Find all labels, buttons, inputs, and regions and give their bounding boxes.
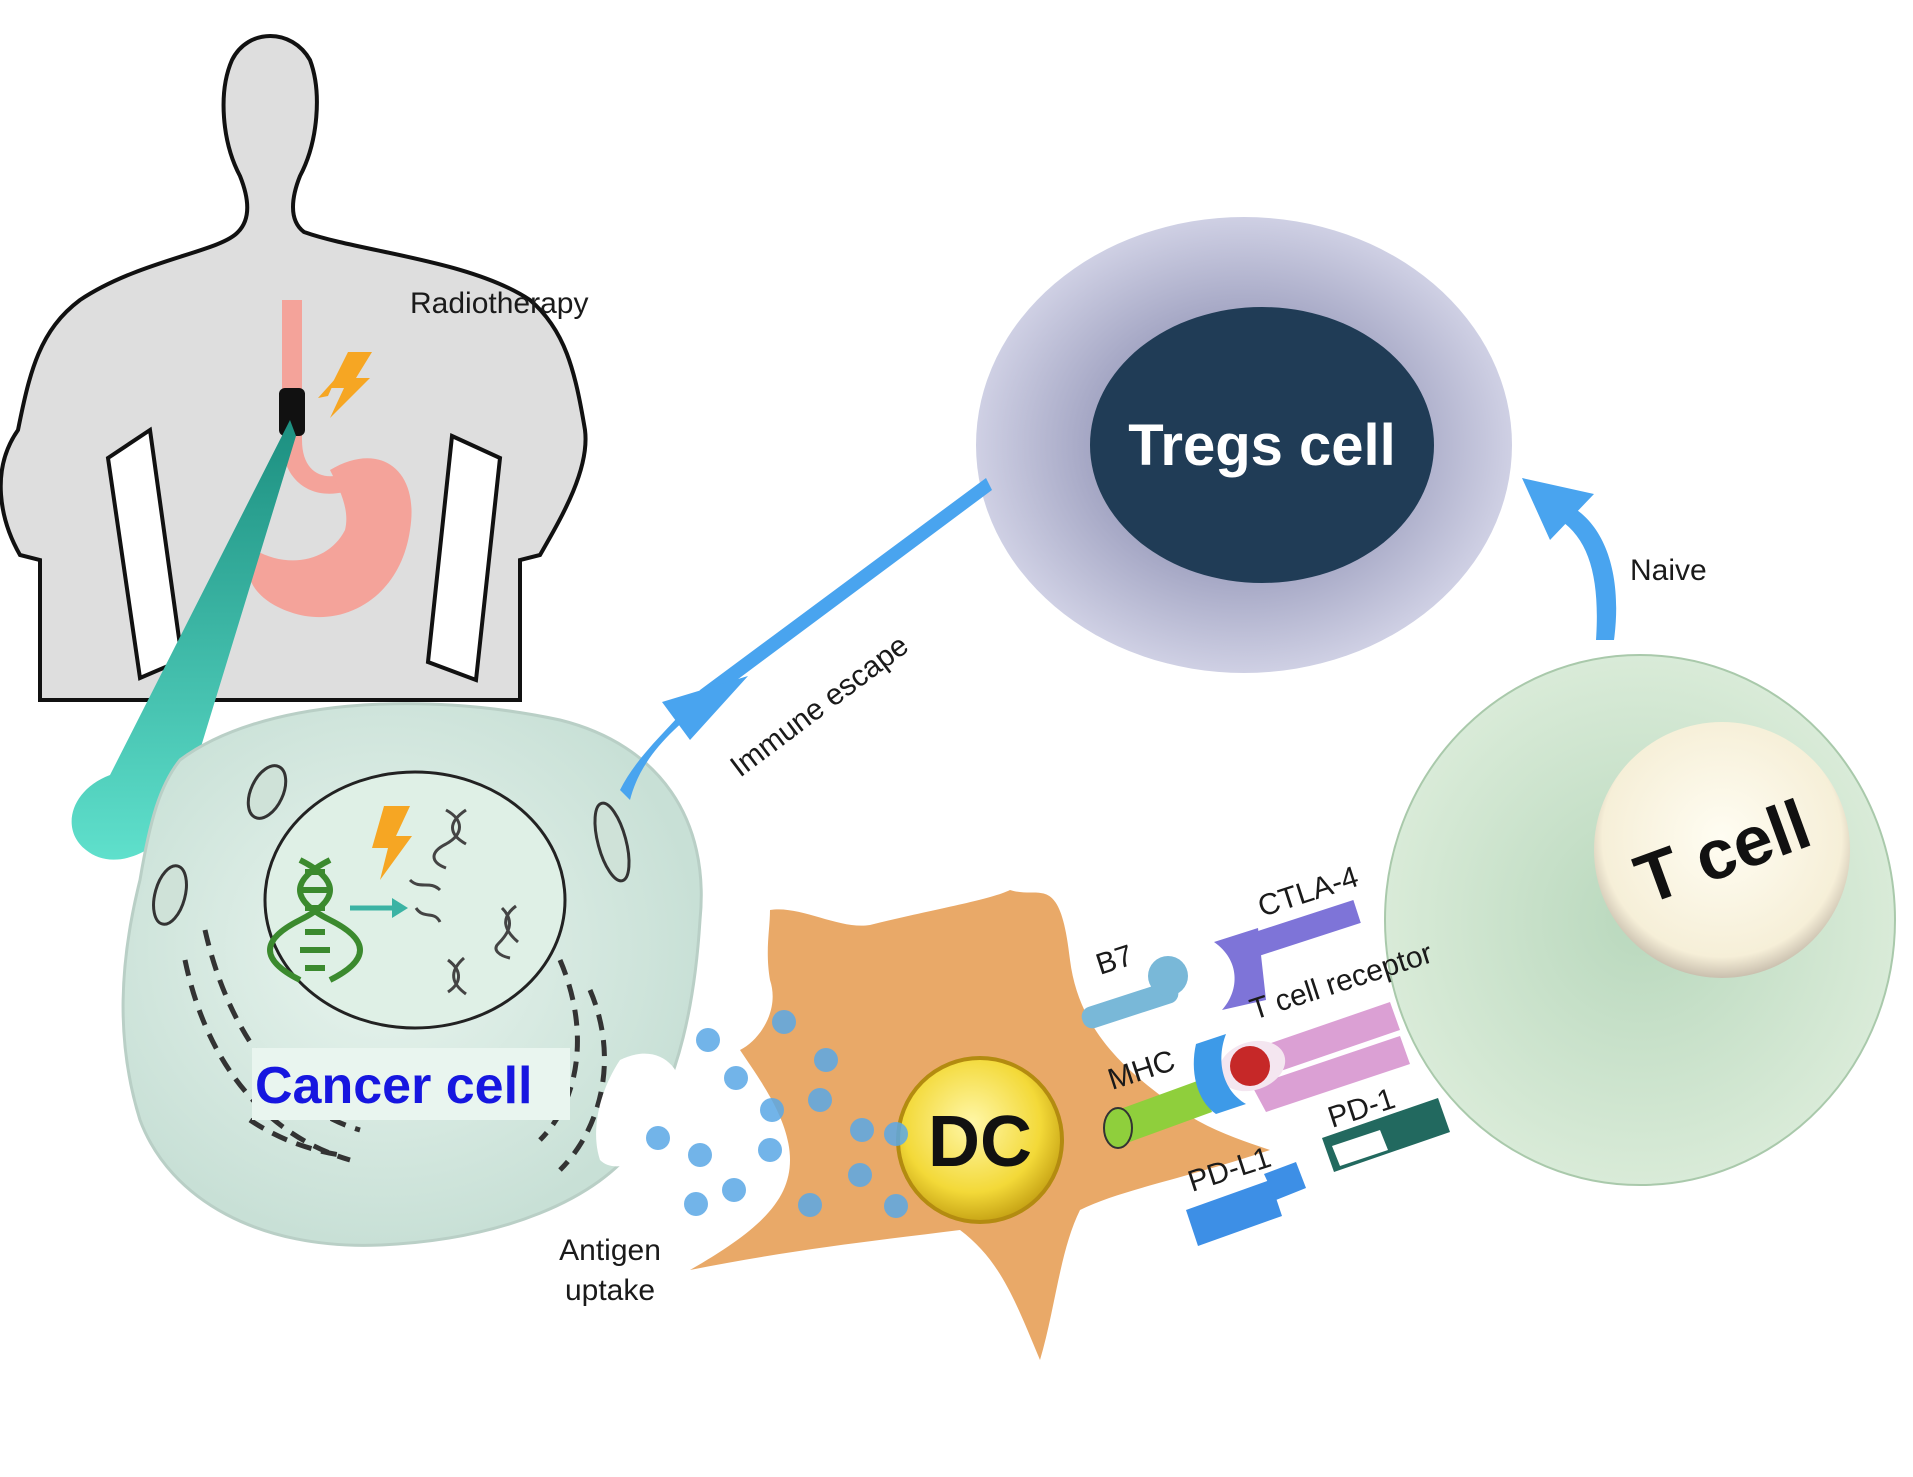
dna-helix-icon (267, 857, 363, 983)
ctla4-stalk (1239, 900, 1361, 960)
antigen-icon (722, 1178, 746, 1202)
radiation-lightning-icon (330, 352, 372, 418)
pd1-receptor (1322, 1098, 1450, 1172)
immune-escape-arrow-shaft (620, 478, 992, 800)
human-silhouette: Radiotherapy (0, 34, 588, 702)
antigen-icon (850, 1118, 874, 1142)
radiotherapy-label: Radiotherapy (410, 287, 588, 320)
antigen-icon (884, 1122, 908, 1146)
mhc-receptor (1103, 1034, 1270, 1149)
antigen-icon (688, 1143, 712, 1167)
tcr-stalk-lower (1252, 1036, 1410, 1112)
naive-arrow-head-icon (1522, 478, 1594, 540)
antigen-uptake-label-line2: uptake (565, 1274, 655, 1307)
ctla4-receptor (1214, 900, 1361, 1010)
antigen-uptake-label-line1: Antigen (559, 1234, 661, 1267)
t-cell-nucleus (1594, 722, 1850, 978)
b7-receptor (1081, 956, 1188, 1029)
right-arm-gap (425, 433, 503, 683)
tregs-label: Tregs cell (1128, 413, 1396, 478)
antigen-icon (798, 1193, 822, 1217)
antigen-icon (646, 1126, 670, 1150)
antigen-icon (724, 1066, 748, 1090)
pd1-window (1332, 1130, 1388, 1166)
tregs-cell: Tregs cell (976, 217, 1512, 673)
antigen-icon (684, 1192, 708, 1216)
nucleus-lightning-icon (372, 806, 412, 880)
antigen-particles (646, 1010, 908, 1218)
antigen-icon (696, 1028, 720, 1052)
pdl1-body (1186, 1180, 1282, 1246)
cancer-cell-label: Cancer cell (255, 1057, 533, 1115)
antigen-icon (814, 1048, 838, 1072)
zoom-beam (71, 420, 297, 860)
dna-fragments-icon (408, 808, 519, 996)
pdl1-receptor (1186, 1162, 1306, 1246)
cancer-cell-nucleus (263, 770, 567, 1030)
naive-arrow (1522, 478, 1617, 640)
mhc-base (1103, 1107, 1133, 1149)
t-cell: T cell (1384, 654, 1896, 1186)
cancer-label-bg (252, 1048, 570, 1120)
antigen-icon (884, 1194, 908, 1218)
b7-label: B7 (1092, 939, 1137, 982)
damage-arrow-head-icon (392, 898, 408, 918)
esophagus (282, 300, 344, 494)
ctla4-cup (1214, 928, 1266, 1010)
naive-label: Naive (1630, 554, 1707, 587)
immune-escape-arrow-head-icon (662, 676, 748, 740)
antigen-icon (758, 1138, 782, 1162)
stomach (248, 458, 412, 618)
tumor-marker (279, 388, 305, 436)
antigen-icon (848, 1163, 872, 1187)
b7-stalk (1081, 981, 1179, 1029)
pdl1-tip (1264, 1162, 1306, 1200)
immune-escape-arrow (620, 478, 992, 800)
antigen-icon (808, 1088, 832, 1112)
cancer-cell: Cancer cell (121, 702, 703, 1247)
dendritic-cell: DC (690, 890, 1270, 1360)
antigen-peptide-icon (1230, 1046, 1270, 1086)
naive-arrow-shaft (1560, 508, 1617, 640)
radiation-pointer-icon (318, 378, 336, 398)
tregs-nucleus (1090, 307, 1434, 583)
mhc-stalk (1112, 1080, 1212, 1144)
dc-label: DC (928, 1102, 1032, 1182)
mhc-cup (1193, 1034, 1246, 1114)
mitochondria-icons (152, 764, 631, 926)
antigen-icon (772, 1010, 796, 1034)
antigen-icon (760, 1098, 784, 1122)
b7-head (1148, 956, 1188, 996)
